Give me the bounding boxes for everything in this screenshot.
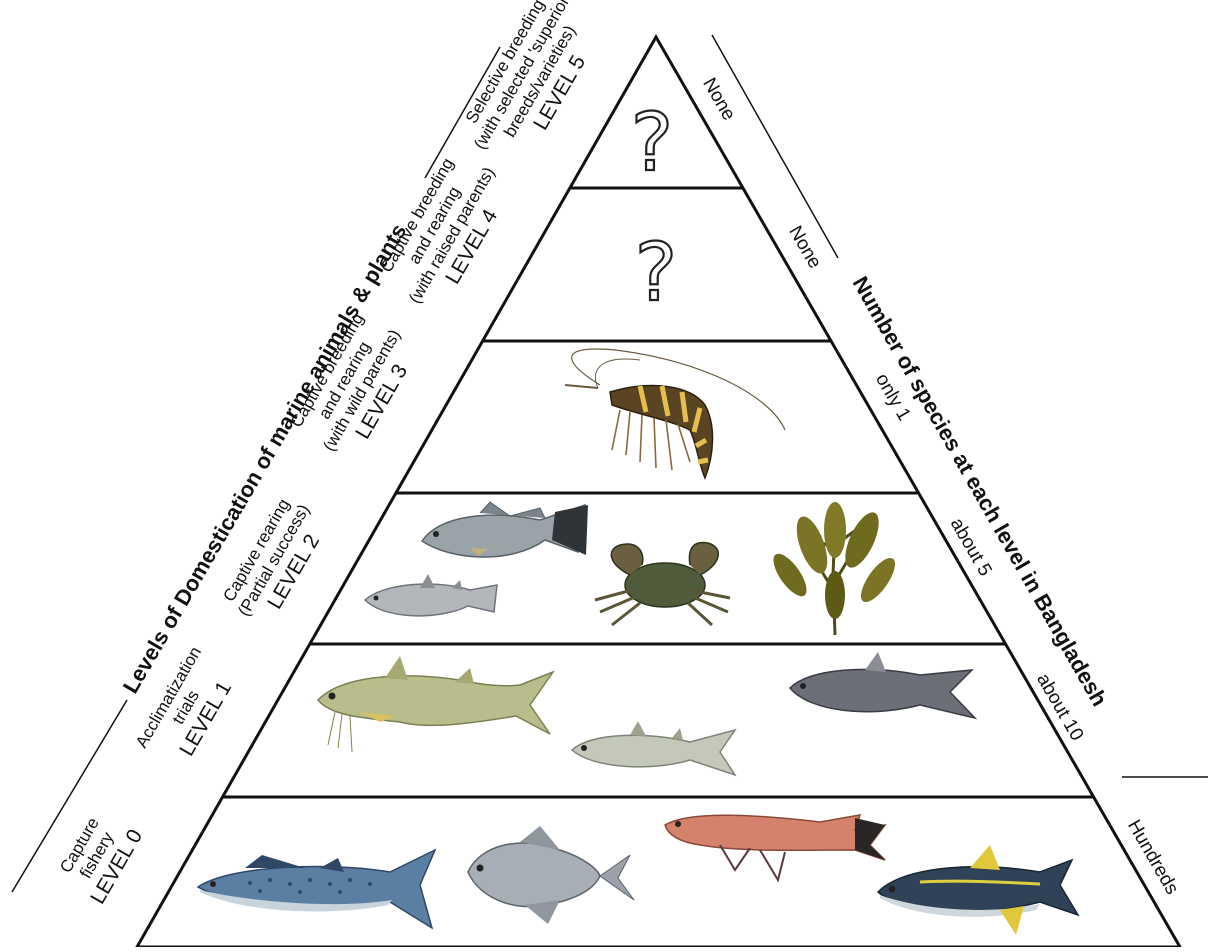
level4-unknown-mark: ? (635, 226, 677, 319)
level0-description: Capture fishery LEVEL 0 (51, 805, 147, 908)
level5-count: None (698, 74, 739, 124)
level5-unknown-mark: ? (631, 96, 673, 189)
level4-count: None (784, 222, 825, 272)
level3-description: Captive breeding and rearing (with wild … (285, 306, 426, 467)
